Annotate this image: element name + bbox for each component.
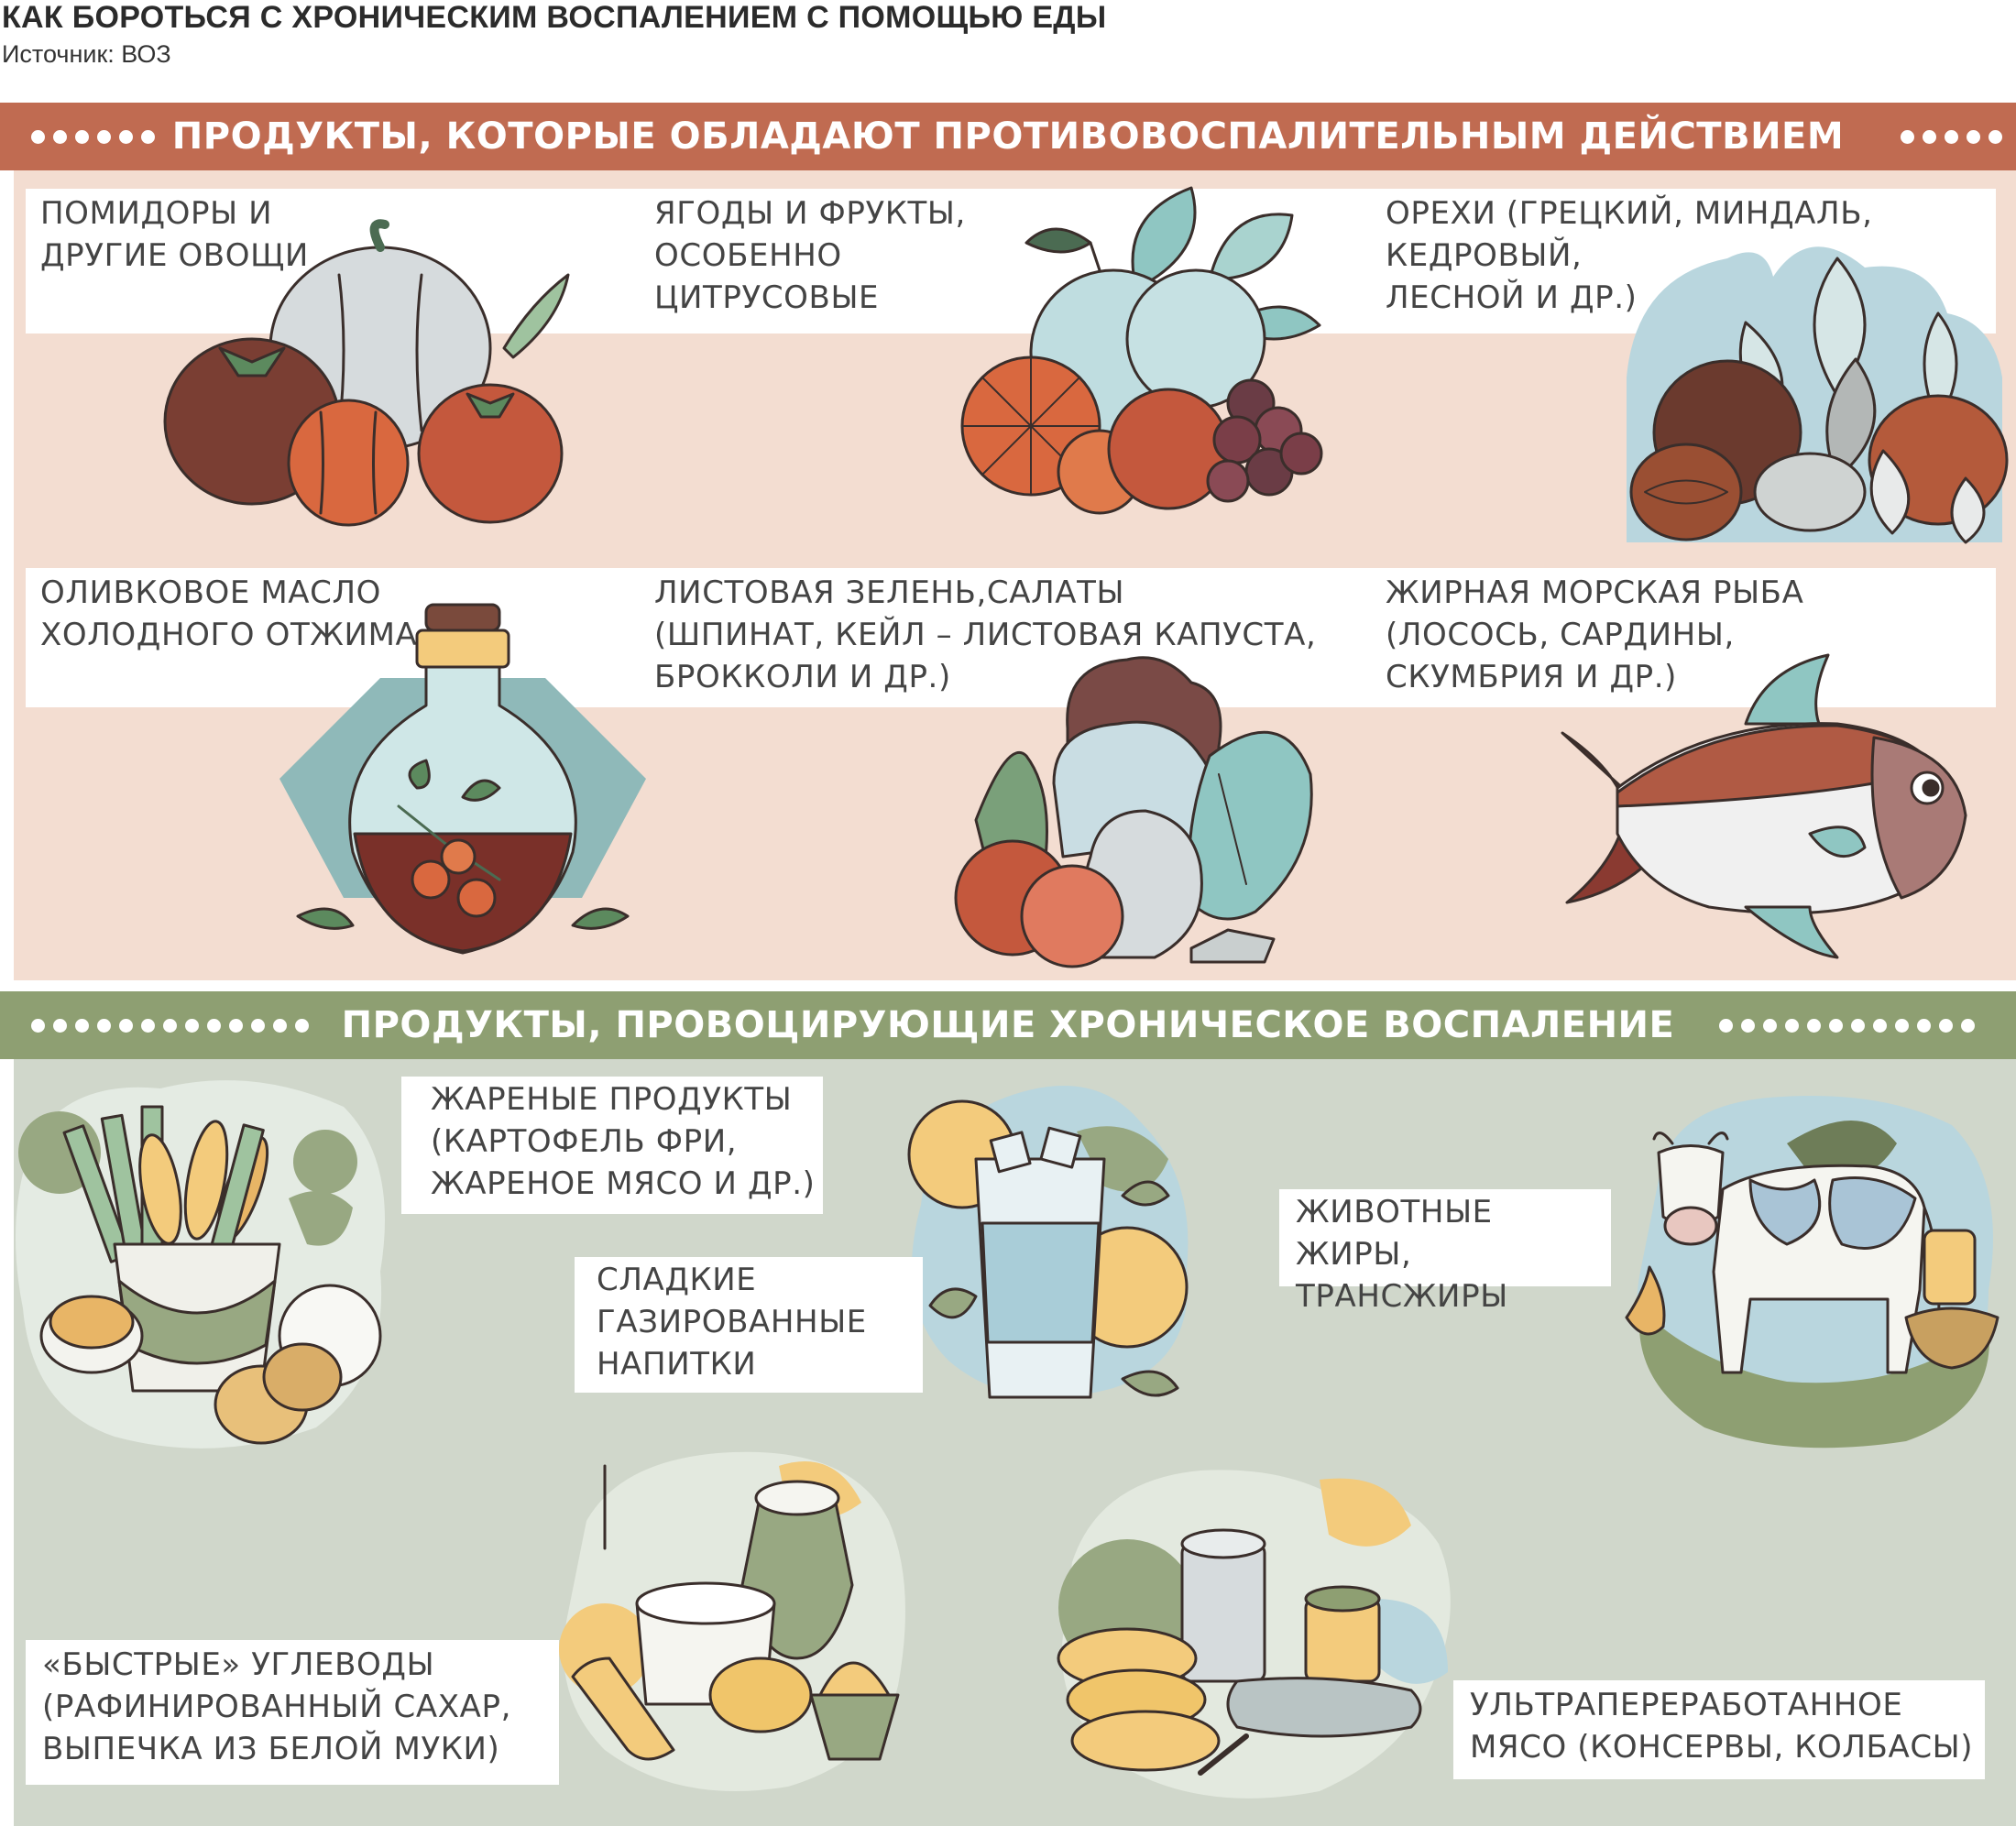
label-fried: ЖАРЕНЫЕ ПРОДУКТЫ (КАРТОФЕЛЬ ФРИ, ЖАРЕНОЕ… (401, 1077, 823, 1214)
vegetables-icon (163, 219, 570, 527)
processed-meat-icon (1057, 1470, 1451, 1799)
cow-icon (1625, 1096, 2000, 1449)
anti-inflammatory-heading-band: ПРОДУКТЫ, КОТОРЫЕ ОБЛАДАЮТ ПРОТИВОВОСПАЛ… (0, 103, 2016, 170)
label-greens: ЛИСТОВАЯ ЗЕЛЕНЬ,САЛАТЫ (ШПИНАТ, КЕЙЛ – Л… (640, 568, 1373, 707)
decorative-dots-left (31, 103, 155, 170)
page-title: КАК БОРОТЬСЯ С ХРОНИЧЕСКИМ ВОСПАЛЕНИЕМ С… (2, 0, 1107, 35)
decorative-dots-left (31, 991, 309, 1059)
olive-oil-icon (279, 603, 646, 955)
label-animal-fats: ЖИВОТНЫЕ ЖИРЫ, ТРАНСЖИРЫ (1279, 1189, 1611, 1315)
source-note: Источник: ВОЗ (2, 40, 171, 68)
nuts-icon (1627, 246, 2009, 544)
label-fast-carbs: «БЫСТРЫЕ» УГЛЕВОДЫ (РАФИНИРОВАННЫЙ САХАР… (26, 1640, 559, 1785)
carbs-icon (559, 1451, 905, 1791)
label-soda: СЛАДКИЕ ГАЗИРОВАННЫЕ НАПИТКИ (575, 1257, 923, 1393)
decorative-dots-right (1901, 103, 2002, 170)
fruits-icon (960, 186, 1323, 515)
decorative-dots-right (1719, 991, 1975, 1059)
label-fish: ЖИРНАЯ МОРСКАЯ РЫБА (ЛОСОСЬ, САРДИНЫ, СК… (1371, 568, 1996, 707)
label-processed-meat: УЛЬТРАПЕРЕРАБОТАННОЕ МЯСО (КОНСЕРВЫ, КОЛ… (1453, 1680, 1985, 1779)
soda-icon (907, 1086, 1189, 1399)
fries-icon (16, 1080, 385, 1449)
pro-inflammatory-heading-band: ПРОДУКТЫ, ПРОВОЦИРУЮЩИЕ ХРОНИЧЕСКОЕ ВОСП… (0, 991, 2016, 1059)
greens-icon (954, 656, 1313, 968)
pro-inflammatory-heading: ПРОДУКТЫ, ПРОВОЦИРУЮЩИЕ ХРОНИЧЕСКОЕ ВОСП… (341, 1004, 1675, 1046)
anti-inflammatory-heading: ПРОДУКТЫ, КОТОРЫЕ ОБЛАДАЮТ ПРОТИВОВОСПАЛ… (171, 115, 1845, 158)
fish-icon (1561, 653, 1967, 959)
